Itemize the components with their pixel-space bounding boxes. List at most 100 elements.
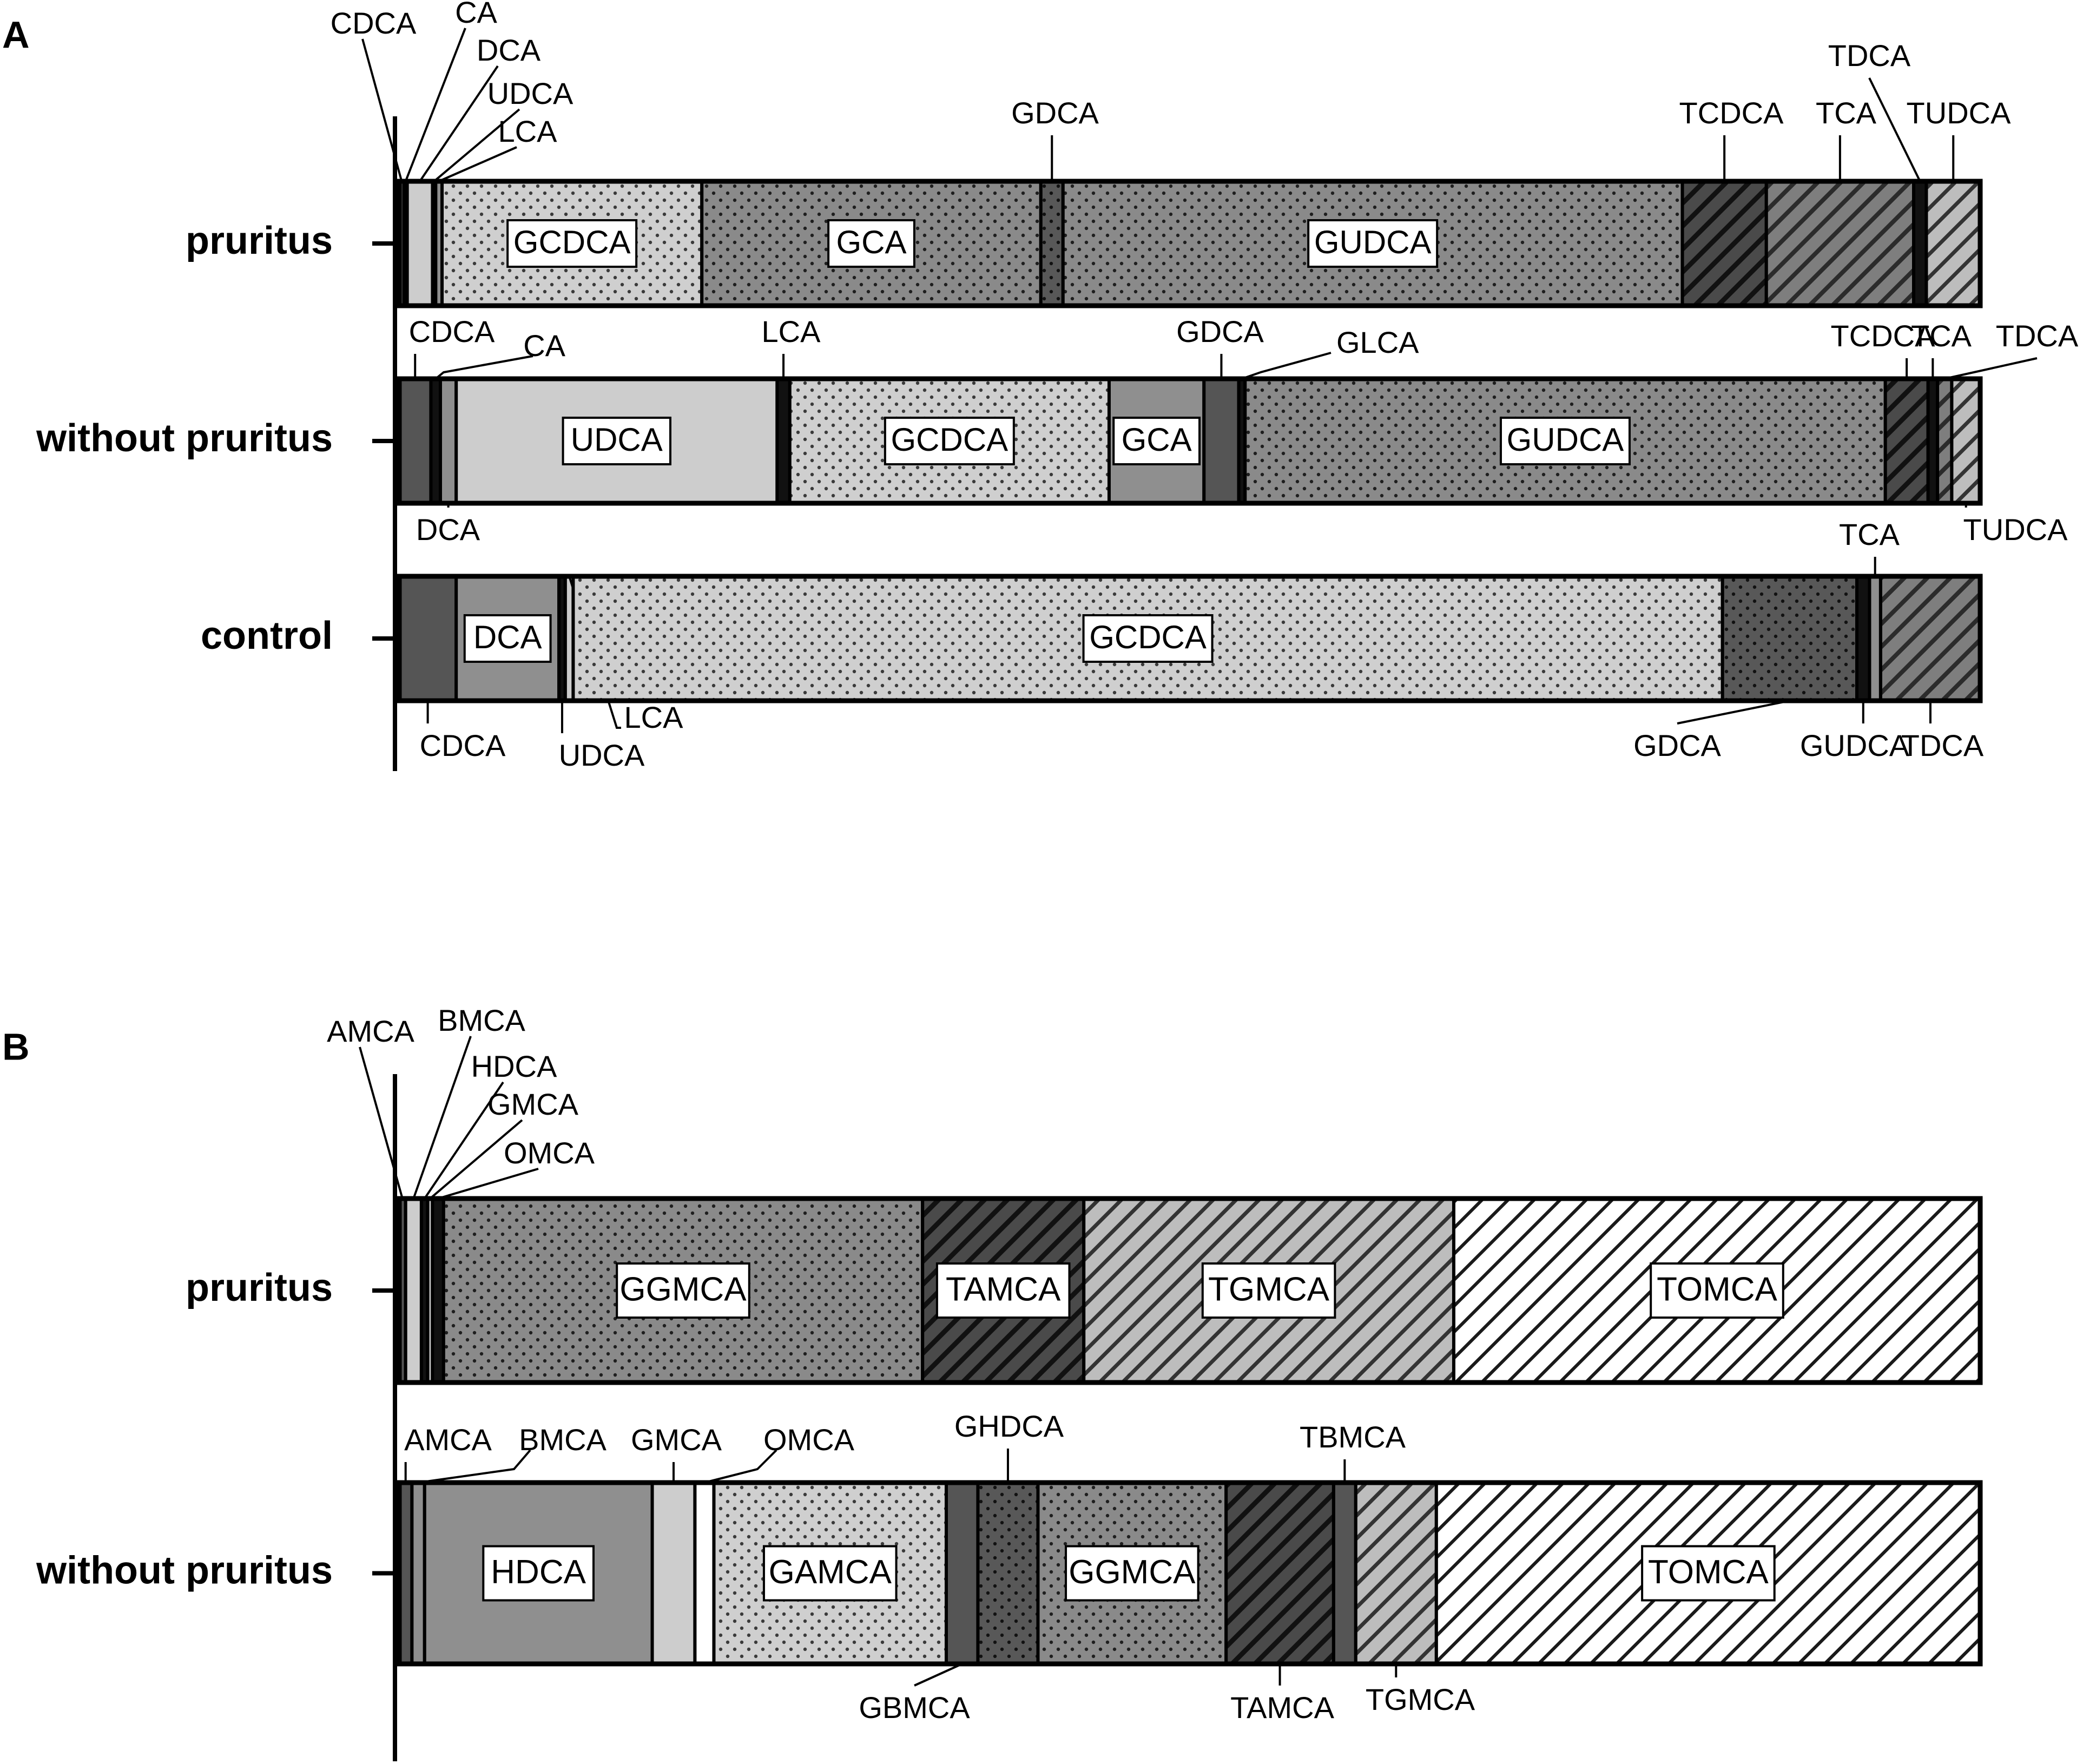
annotation-label: TUDCA bbox=[1907, 96, 2012, 130]
bar-segment-tcdca bbox=[1883, 377, 1930, 505]
annotation-leader bbox=[438, 146, 517, 182]
annotation-leader bbox=[1944, 357, 2038, 380]
annotation-label: TDCA bbox=[1996, 319, 2079, 353]
annotation-leader bbox=[1868, 77, 1921, 182]
bar-segment-tbmca bbox=[1331, 1481, 1357, 1666]
segment-label-box bbox=[1112, 417, 1201, 465]
bar-segment-tudca bbox=[1924, 180, 1982, 307]
annotation-label: TCDCA bbox=[1679, 96, 1784, 130]
segment-label: GCA bbox=[1122, 422, 1192, 458]
annotation-label: LCA bbox=[762, 314, 821, 348]
bar-segment-gdca bbox=[1721, 575, 1859, 702]
annotation-label: GDCA bbox=[1011, 96, 1099, 130]
segment-label-box bbox=[884, 417, 1015, 465]
annotation-label: TGMCA bbox=[1366, 1682, 1475, 1716]
annotation-label: CA bbox=[455, 0, 497, 29]
segment-label-box bbox=[482, 1545, 595, 1602]
annotation-leader bbox=[704, 1449, 777, 1484]
bar-segment-tudca bbox=[1950, 377, 1982, 505]
annotation-label: CDCA bbox=[409, 314, 495, 348]
annotation-label: TUDCA bbox=[1963, 512, 2068, 547]
panel-label-B: B bbox=[2, 1025, 30, 1068]
segment-label: TOMCA bbox=[1657, 1271, 1777, 1308]
segment-label-box bbox=[1499, 417, 1631, 465]
annotation-leader bbox=[418, 1449, 531, 1484]
annotation-leader bbox=[419, 65, 499, 182]
annotation-label: CA bbox=[523, 328, 565, 363]
annotation-label: OMCA bbox=[504, 1136, 595, 1170]
panel-label-A: A bbox=[2, 14, 30, 56]
annotation-label: GDCA bbox=[1176, 314, 1264, 348]
annotation-label: CDCA bbox=[331, 6, 417, 40]
segment-label: DCA bbox=[473, 619, 542, 655]
segment-label: GGMCA bbox=[1069, 1554, 1196, 1591]
category-label: pruritus bbox=[186, 1266, 333, 1309]
bar-segment-ghdca bbox=[976, 1481, 1040, 1666]
annotation-label: BMCA bbox=[519, 1423, 607, 1457]
annotation-label: TDCA bbox=[1828, 38, 1911, 73]
bar-segment-gmca bbox=[650, 1481, 697, 1666]
annotation-leader bbox=[1241, 352, 1331, 380]
annotation-label: UDCA bbox=[487, 76, 574, 110]
segment-label: HDCA bbox=[491, 1554, 586, 1591]
category-label: pruritus bbox=[186, 219, 333, 262]
bar-segment-tdca bbox=[1912, 180, 1928, 307]
annotation-label: AMCA bbox=[404, 1423, 492, 1457]
annotation-label: TCA bbox=[1839, 517, 1900, 551]
segment-label-box bbox=[827, 219, 915, 268]
segment-label-box bbox=[762, 1545, 898, 1602]
segment-label-box bbox=[463, 614, 552, 663]
segment-label: GCDCA bbox=[513, 224, 631, 260]
annotation-leader bbox=[404, 28, 466, 182]
bar-segment-cdca bbox=[398, 377, 433, 505]
annotation-label: DCA bbox=[477, 33, 541, 67]
bar-segment-gdca bbox=[1202, 377, 1241, 505]
bar-outline bbox=[397, 179, 1983, 308]
annotation-label: GDCA bbox=[1633, 728, 1721, 762]
segment-label-box bbox=[1650, 1262, 1784, 1319]
segment-label: TOMCA bbox=[1648, 1554, 1769, 1591]
annotation-leader bbox=[361, 38, 403, 182]
bar-segment-bmca bbox=[410, 1481, 426, 1666]
annotation-label: GBMCA bbox=[859, 1690, 970, 1724]
bar-segment-tca bbox=[1764, 180, 1916, 307]
segment-label-box bbox=[1065, 1545, 1199, 1602]
segment-label: GUDCA bbox=[1507, 422, 1624, 458]
annotation-leader bbox=[433, 108, 520, 182]
segment-label: GCA bbox=[836, 224, 906, 260]
segment-label-box bbox=[1201, 1262, 1336, 1319]
bar-segment-omca bbox=[693, 1481, 716, 1666]
segment-label: GCDCA bbox=[1089, 619, 1207, 655]
annotation-label: LCA bbox=[498, 114, 558, 148]
annotation-label: GUDCA bbox=[1800, 728, 1910, 762]
annotation-label: CDCA bbox=[420, 728, 506, 762]
annotation-leader bbox=[429, 1119, 523, 1200]
segment-label: TGMCA bbox=[1208, 1271, 1330, 1308]
segment-label-box bbox=[506, 219, 638, 268]
segment-label-box bbox=[616, 1262, 750, 1319]
bar-segment-tamca bbox=[1224, 1481, 1335, 1666]
annotation-label: LCA bbox=[624, 700, 684, 734]
bar-segment-tdca bbox=[1936, 377, 1954, 505]
annotation-leader bbox=[424, 1081, 504, 1200]
bar-segment-gdca bbox=[1039, 180, 1065, 307]
annotation-label: TCDCA bbox=[1831, 319, 1936, 353]
segment-label: TAMCA bbox=[946, 1271, 1061, 1308]
bar-segment-gbmca bbox=[945, 1481, 980, 1666]
annotation-label: TAMCA bbox=[1230, 1690, 1334, 1724]
category-label: without pruritus bbox=[36, 1549, 333, 1592]
annotation-label: TDCA bbox=[1901, 728, 1984, 762]
annotation-label: OMCA bbox=[763, 1423, 855, 1457]
annotation-label: HDCA bbox=[471, 1049, 557, 1083]
segment-label-box bbox=[1307, 219, 1439, 268]
annotation-label: GMCA bbox=[631, 1423, 722, 1457]
bar-segment-omca bbox=[431, 1197, 445, 1384]
annotation-label: DCA bbox=[416, 512, 480, 547]
segment-label: GUDCA bbox=[1314, 224, 1432, 260]
annotation-label: TCA bbox=[1816, 96, 1877, 130]
bar-outline bbox=[397, 574, 1983, 703]
annotation-leader bbox=[438, 1168, 539, 1200]
segment-label: UDCA bbox=[571, 422, 663, 458]
annotation-label: GHDCA bbox=[954, 1409, 1064, 1443]
